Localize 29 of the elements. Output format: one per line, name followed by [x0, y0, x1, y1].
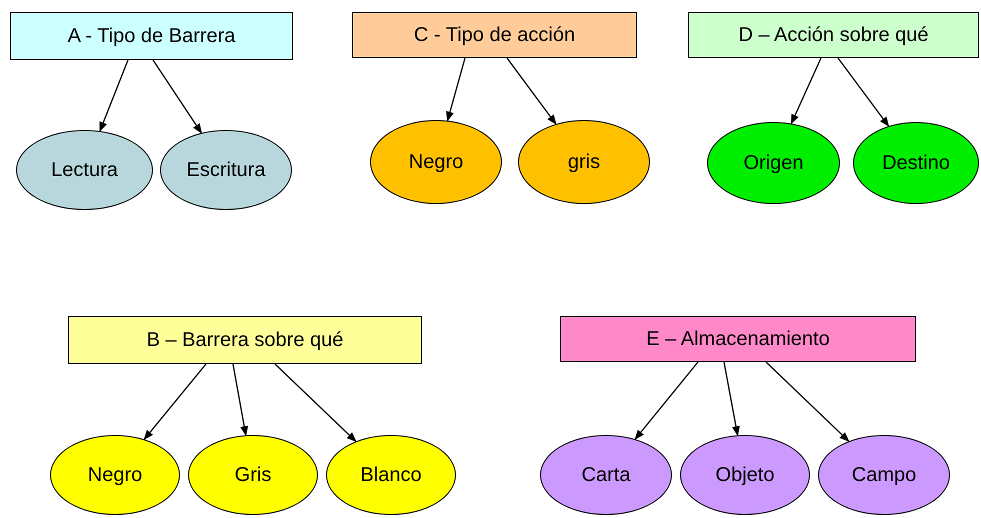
category-ellipse: Negro	[50, 435, 180, 515]
heading-box: D – Acción sobre qué	[688, 12, 979, 58]
arrow	[274, 364, 357, 442]
category-ellipse: gris	[518, 120, 650, 204]
category-ellipse: Blanco	[326, 435, 456, 515]
arrow	[506, 58, 556, 125]
category-ellipse: Origen	[707, 122, 840, 204]
arrow	[144, 364, 206, 440]
arrow	[723, 362, 740, 436]
category-ellipse: Campo	[818, 435, 950, 515]
heading-box: C - Tipo de acción	[352, 12, 637, 58]
heading-box: A - Tipo de Barrera	[10, 12, 293, 60]
arrow	[232, 364, 248, 436]
heading-box: B – Barrera sobre qué	[68, 316, 422, 364]
category-ellipse: Objeto	[680, 435, 810, 515]
category-ellipse: Gris	[188, 435, 318, 515]
heading-box: E – Almacenamiento	[560, 316, 916, 362]
arrow	[790, 58, 822, 124]
arrow	[99, 60, 129, 132]
arrow	[634, 362, 698, 440]
category-ellipse: Escritura	[160, 130, 292, 210]
arrow	[152, 60, 202, 134]
arrow	[766, 362, 850, 442]
category-ellipse: Destino	[853, 122, 979, 204]
arrow	[837, 58, 890, 127]
category-ellipse: Negro	[370, 120, 502, 204]
category-ellipse: Carta	[540, 435, 672, 515]
category-ellipse: Lectura	[16, 130, 153, 210]
arrow	[446, 58, 466, 122]
